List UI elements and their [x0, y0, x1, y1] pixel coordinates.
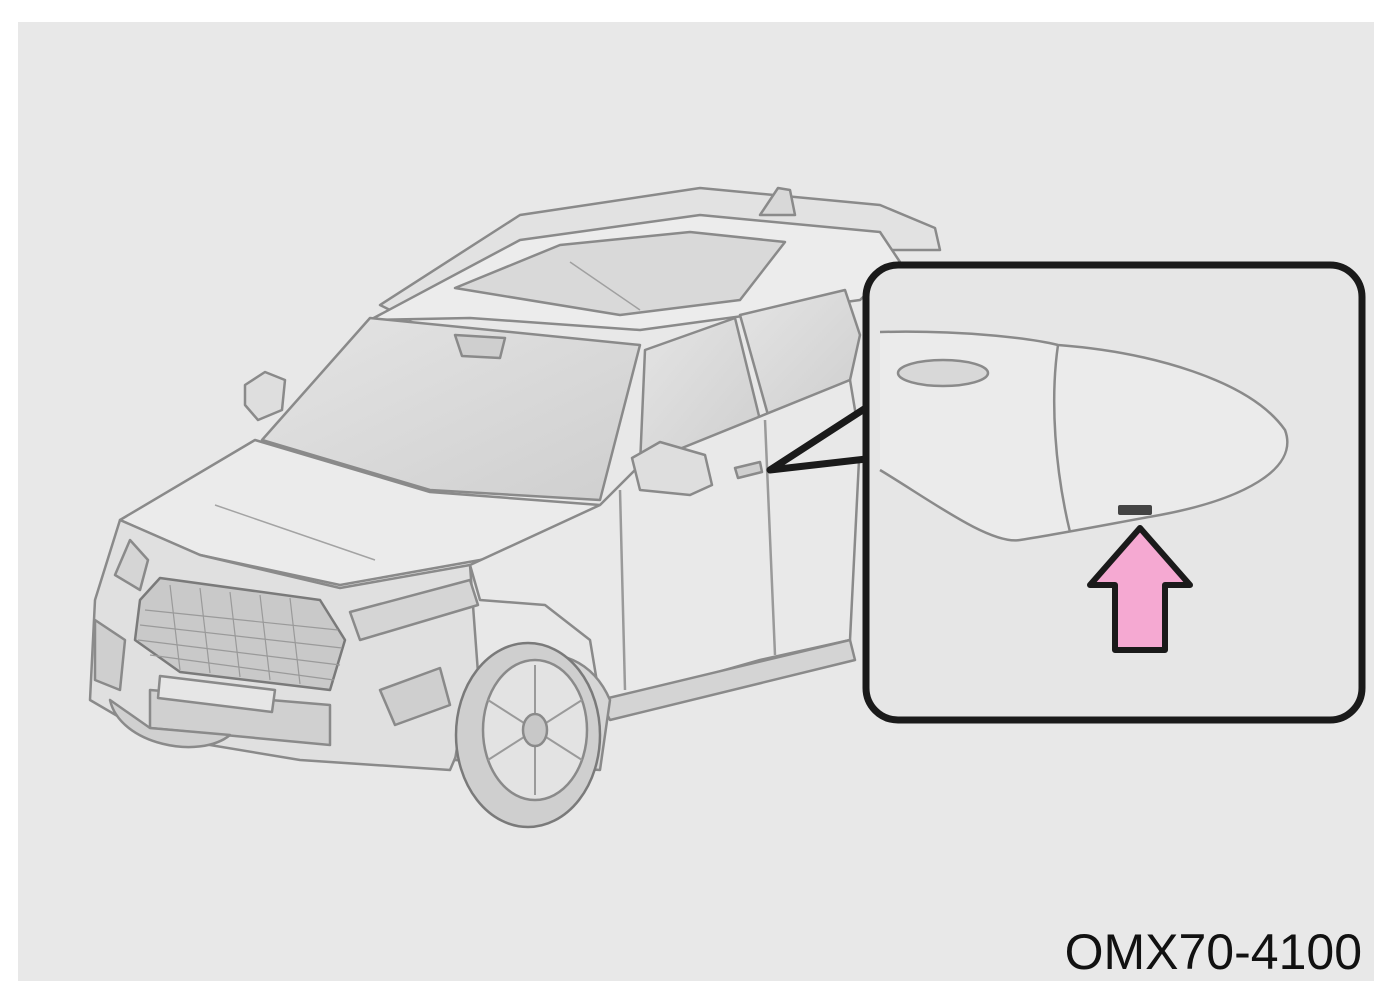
- suv-body: [90, 188, 940, 827]
- handle-button: [1118, 505, 1152, 515]
- figure-code-label: OMX70-4100: [1065, 927, 1362, 977]
